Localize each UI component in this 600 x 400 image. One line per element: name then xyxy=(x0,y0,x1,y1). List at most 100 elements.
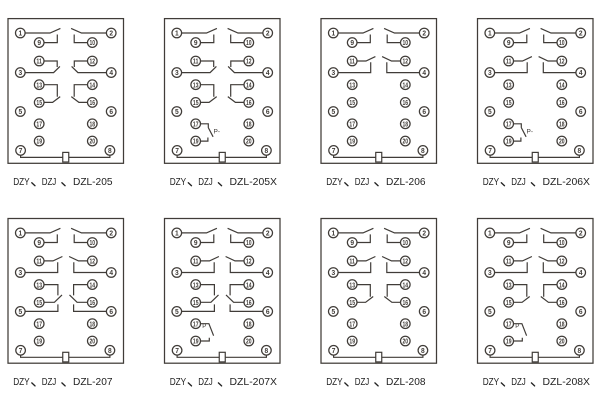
svg-text:20: 20 xyxy=(246,137,252,146)
svg-text:2: 2 xyxy=(579,29,583,38)
svg-text:17: 17 xyxy=(349,319,355,328)
svg-text:16: 16 xyxy=(403,98,409,107)
svg-text:3: 3 xyxy=(488,268,492,277)
svg-text:7: 7 xyxy=(175,146,179,155)
svg-text:10: 10 xyxy=(246,238,252,247)
svg-text:DZJ: DZJ xyxy=(355,377,370,388)
svg-text:4: 4 xyxy=(422,268,427,277)
svg-text:DZY: DZY xyxy=(483,177,500,188)
svg-text:15: 15 xyxy=(349,98,355,107)
svg-text:6: 6 xyxy=(266,307,270,316)
svg-text:19: 19 xyxy=(193,337,199,346)
svg-text:DZL-207X: DZL-207X xyxy=(230,377,278,388)
svg-text:DZL-207: DZL-207 xyxy=(73,377,113,388)
svg-text:10: 10 xyxy=(90,238,96,247)
svg-text:P-: P- xyxy=(527,129,534,136)
svg-text:DZL-206X: DZL-206X xyxy=(543,177,591,188)
svg-text:15: 15 xyxy=(193,98,199,107)
svg-text:6: 6 xyxy=(266,107,270,116)
svg-text:10: 10 xyxy=(403,38,409,47)
svg-text:14: 14 xyxy=(403,80,409,89)
svg-text:16: 16 xyxy=(559,298,565,307)
svg-text:6: 6 xyxy=(422,307,426,316)
svg-text:7: 7 xyxy=(332,346,336,355)
svg-text:16: 16 xyxy=(403,298,409,307)
svg-text:20: 20 xyxy=(403,337,409,346)
svg-text:2: 2 xyxy=(422,229,426,238)
svg-text:5: 5 xyxy=(18,107,22,116)
svg-text:13: 13 xyxy=(36,80,42,89)
svg-text:8: 8 xyxy=(108,146,112,155)
svg-text:10: 10 xyxy=(246,38,252,47)
svg-text:2: 2 xyxy=(109,229,113,238)
svg-text:3: 3 xyxy=(331,268,335,277)
svg-text:13: 13 xyxy=(506,280,512,289)
svg-text:12: 12 xyxy=(403,57,409,66)
svg-text:8: 8 xyxy=(421,146,425,155)
svg-text:1: 1 xyxy=(175,229,179,238)
svg-text:19: 19 xyxy=(506,337,512,346)
svg-text:1: 1 xyxy=(18,29,22,38)
svg-text:13: 13 xyxy=(36,280,42,289)
svg-text:14: 14 xyxy=(246,80,252,89)
svg-text:17: 17 xyxy=(193,119,199,128)
svg-text:13: 13 xyxy=(193,80,199,89)
svg-text:17: 17 xyxy=(36,119,42,128)
svg-text:P: P xyxy=(515,323,519,330)
svg-text:18: 18 xyxy=(403,119,409,128)
svg-text:19: 19 xyxy=(36,137,42,146)
svg-text:11: 11 xyxy=(193,257,199,266)
svg-text:19: 19 xyxy=(349,337,355,346)
svg-text:17: 17 xyxy=(36,319,42,328)
svg-text:16: 16 xyxy=(246,98,252,107)
svg-text:2: 2 xyxy=(109,29,113,38)
svg-text:5: 5 xyxy=(488,107,492,116)
svg-text:DZJ: DZJ xyxy=(42,177,57,188)
svg-text:10: 10 xyxy=(559,38,565,47)
svg-text:P: P xyxy=(202,323,206,330)
svg-text:1: 1 xyxy=(175,29,179,38)
svg-text:12: 12 xyxy=(403,257,409,266)
svg-text:13: 13 xyxy=(193,280,199,289)
svg-text:14: 14 xyxy=(90,280,96,289)
svg-text:4: 4 xyxy=(266,68,271,77)
svg-text:DZL-205X: DZL-205X xyxy=(230,177,278,188)
svg-text:11: 11 xyxy=(349,57,355,66)
svg-text:15: 15 xyxy=(36,298,42,307)
svg-text:DZY: DZY xyxy=(13,377,30,388)
svg-text:16: 16 xyxy=(559,98,565,107)
svg-text:15: 15 xyxy=(506,298,512,307)
svg-text:9: 9 xyxy=(37,238,41,247)
svg-text:8: 8 xyxy=(421,346,425,355)
svg-text:19: 19 xyxy=(36,337,42,346)
svg-text:19: 19 xyxy=(506,137,512,146)
svg-text:12: 12 xyxy=(90,57,96,66)
svg-text:8: 8 xyxy=(108,346,112,355)
svg-text:DZJ: DZJ xyxy=(511,377,526,388)
svg-text:9: 9 xyxy=(194,38,198,47)
svg-text:11: 11 xyxy=(506,257,512,266)
svg-text:19: 19 xyxy=(193,137,199,146)
svg-text:18: 18 xyxy=(246,119,252,128)
svg-text:20: 20 xyxy=(246,337,252,346)
svg-text:6: 6 xyxy=(579,307,583,316)
svg-text:5: 5 xyxy=(488,307,492,316)
svg-text:6: 6 xyxy=(579,107,583,116)
svg-text:17: 17 xyxy=(506,319,512,328)
svg-text:13: 13 xyxy=(349,80,355,89)
svg-text:14: 14 xyxy=(246,280,252,289)
svg-text:9: 9 xyxy=(350,38,354,47)
svg-text:16: 16 xyxy=(90,298,96,307)
svg-text:15: 15 xyxy=(506,98,512,107)
svg-text:15: 15 xyxy=(349,298,355,307)
svg-text:12: 12 xyxy=(246,57,252,66)
svg-text:11: 11 xyxy=(36,57,42,66)
svg-text:DZY: DZY xyxy=(170,377,187,388)
svg-text:3: 3 xyxy=(331,68,335,77)
svg-text:DZJ: DZJ xyxy=(42,377,57,388)
svg-text:4: 4 xyxy=(109,268,114,277)
svg-text:2: 2 xyxy=(579,229,583,238)
svg-text:3: 3 xyxy=(18,268,22,277)
svg-text:1: 1 xyxy=(331,229,335,238)
svg-text:8: 8 xyxy=(578,146,582,155)
